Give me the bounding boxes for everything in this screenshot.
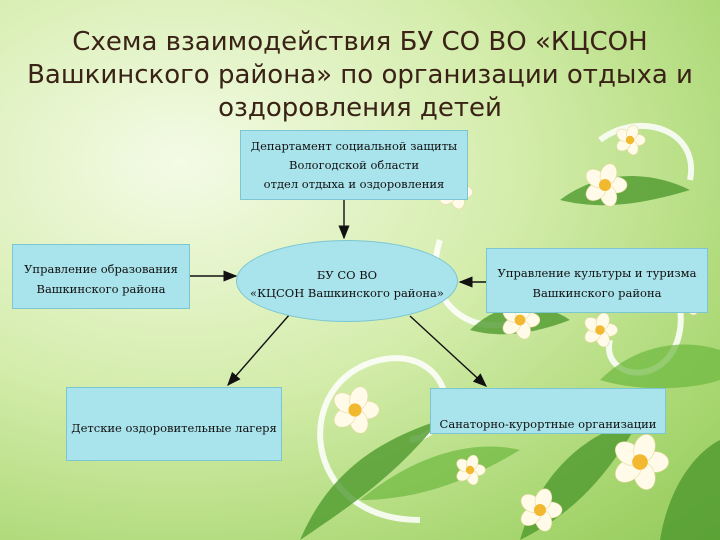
center-line-2: «КЦСОН Вашкинского района» [250, 286, 444, 300]
education-line-2: Вашкинского района [36, 282, 166, 296]
department-social-protection-box: Департамент социальной защиты Вологодско… [240, 130, 468, 200]
page-title: Схема взаимодействия БУ СО ВО «КЦСОН Ваш… [20, 26, 700, 125]
department-line-3: отдел отдыха и оздоровления [263, 177, 445, 191]
arrow-center-to-sanatoriums [409, 315, 488, 387]
culture-line-1: Управление культуры и туризма [497, 266, 697, 280]
culture-tourism-department-box: Управление культуры и туризма Вашкинског… [486, 248, 708, 313]
department-line-1: Департамент социальной защиты [250, 139, 458, 153]
center-line-1: БУ СО ВО [316, 268, 378, 282]
education-department-box: Управление образования Вашкинского район… [12, 244, 190, 309]
camps-line-1: Детские оздоровительные лагеря [71, 421, 277, 435]
education-line-1: Управление образования [24, 262, 178, 276]
culture-line-2: Вашкинского района [532, 286, 662, 300]
sanatorium-organizations-box: Санаторно-курортные организации [430, 388, 666, 434]
title-line-3: оздоровления детей [218, 93, 502, 123]
arrow-center-to-camps [227, 313, 291, 387]
children-camps-box: Детские оздоровительные лагеря [66, 387, 282, 461]
department-line-2: Вологодской области [289, 158, 419, 172]
title-line-1: Схема взаимодействия БУ СО ВО «КЦСОН [72, 27, 648, 57]
kcson-center-ellipse: БУ СО ВО «КЦСОН Вашкинского района» [236, 240, 458, 322]
title-line-2: Вашкинского района» по организации отдых… [27, 60, 693, 90]
sanatoriums-line-1: Санаторно-курортные организации [439, 417, 657, 431]
